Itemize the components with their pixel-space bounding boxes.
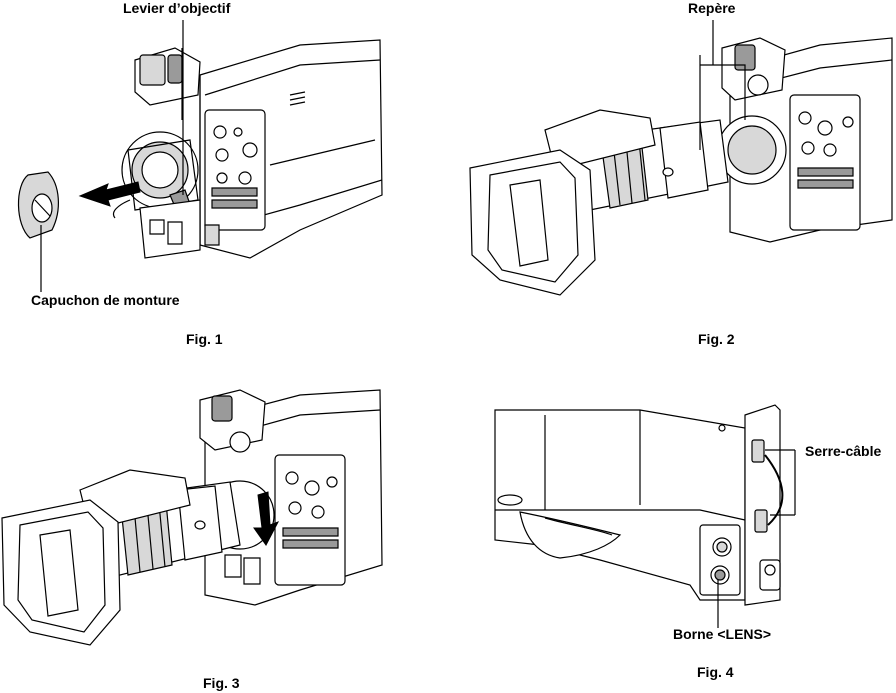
figure-caption-1: Fig. 1 — [186, 331, 223, 347]
fig2-camera-illustration — [470, 20, 892, 295]
fig1-camera-illustration — [18, 20, 382, 292]
figure-caption-4: Fig. 4 — [697, 664, 734, 680]
callout-reference-mark: Repère — [688, 0, 736, 16]
callout-cable-clamp: Serre-câble — [805, 443, 882, 459]
callout-lens-lever: Levier d’objectif — [123, 0, 231, 16]
figure-caption-2: Fig. 2 — [698, 331, 735, 347]
callout-lens-terminal: Borne <LENS> — [673, 626, 772, 642]
fig4-camera-illustration — [495, 405, 795, 628]
figure-caption-3: Fig. 3 — [203, 675, 240, 691]
fig3-camera-illustration — [2, 390, 382, 645]
callout-mount-cap: Capuchon de monture — [31, 292, 180, 308]
